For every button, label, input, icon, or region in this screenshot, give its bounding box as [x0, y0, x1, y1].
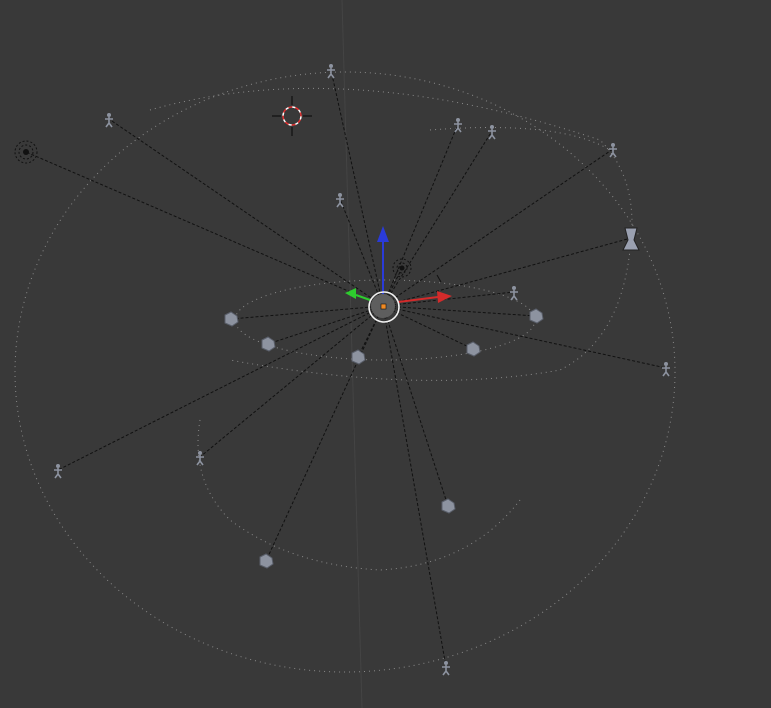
3d-cursor-icon[interactable]	[272, 96, 312, 136]
relationship-line	[382, 305, 474, 350]
relationship-line	[330, 69, 384, 307]
relationship-line	[339, 198, 384, 307]
center-marker	[436, 274, 442, 283]
relationship-line	[382, 123, 459, 307]
figure-icon[interactable]	[454, 118, 462, 133]
lamp-icon[interactable]	[622, 227, 640, 251]
figure-icon[interactable]	[488, 125, 496, 140]
relationship-line	[199, 305, 384, 458]
rock-icon[interactable]	[259, 553, 274, 569]
relationship-line	[230, 305, 384, 320]
relationship-line	[108, 118, 384, 307]
figure-icon[interactable]	[442, 661, 450, 676]
figure-icon[interactable]	[336, 193, 344, 208]
lower-orbit-path	[197, 419, 521, 571]
rock-icon[interactable]	[441, 498, 456, 514]
relationship-line	[382, 148, 614, 307]
scene-objects	[54, 64, 670, 676]
relationship-line	[382, 305, 537, 317]
selection-ring[interactable]	[368, 291, 400, 323]
relationship-line	[357, 305, 384, 358]
z-axis-arrow-icon[interactable]	[377, 226, 389, 242]
relationship-line	[382, 305, 447, 668]
relationship-lines	[25, 69, 667, 668]
rock-icon[interactable]	[466, 341, 481, 357]
object-origin-icon	[380, 303, 387, 310]
outer-orbit-path	[14, 71, 676, 673]
figure-icon[interactable]	[196, 451, 204, 466]
figure-icon[interactable]	[609, 143, 617, 158]
rock-icon[interactable]	[224, 311, 239, 327]
x-axis-arrow-icon[interactable]	[437, 291, 452, 303]
middle-orbit-path	[149, 87, 633, 381]
rock-icon[interactable]	[351, 349, 366, 365]
figure-icon[interactable]	[327, 64, 335, 79]
figure-icon[interactable]	[54, 464, 62, 479]
relationship-line	[382, 291, 515, 307]
orbit-paths	[14, 71, 676, 673]
relationship-line	[267, 305, 384, 345]
figure-icon[interactable]	[105, 113, 113, 128]
relationship-line	[382, 305, 449, 507]
relationship-line	[57, 305, 384, 471]
y-axis-line[interactable]	[355, 294, 371, 301]
relationship-line	[382, 305, 667, 369]
relationship-line	[382, 237, 632, 307]
right-orbit-path	[429, 127, 611, 151]
rock-icon[interactable]	[529, 308, 544, 324]
transform-gizmo[interactable]	[345, 226, 452, 323]
relationship-line	[265, 305, 384, 562]
rock-icon[interactable]	[261, 336, 276, 352]
x-axis-line[interactable]	[397, 296, 439, 303]
relationship-line	[382, 130, 493, 307]
figure-icon[interactable]	[662, 362, 670, 377]
y-axis-arrow-icon[interactable]	[345, 288, 356, 299]
figure-icon[interactable]	[510, 286, 518, 301]
empty-object-icon[interactable]	[14, 140, 38, 164]
speaker-icon[interactable]	[392, 258, 412, 278]
